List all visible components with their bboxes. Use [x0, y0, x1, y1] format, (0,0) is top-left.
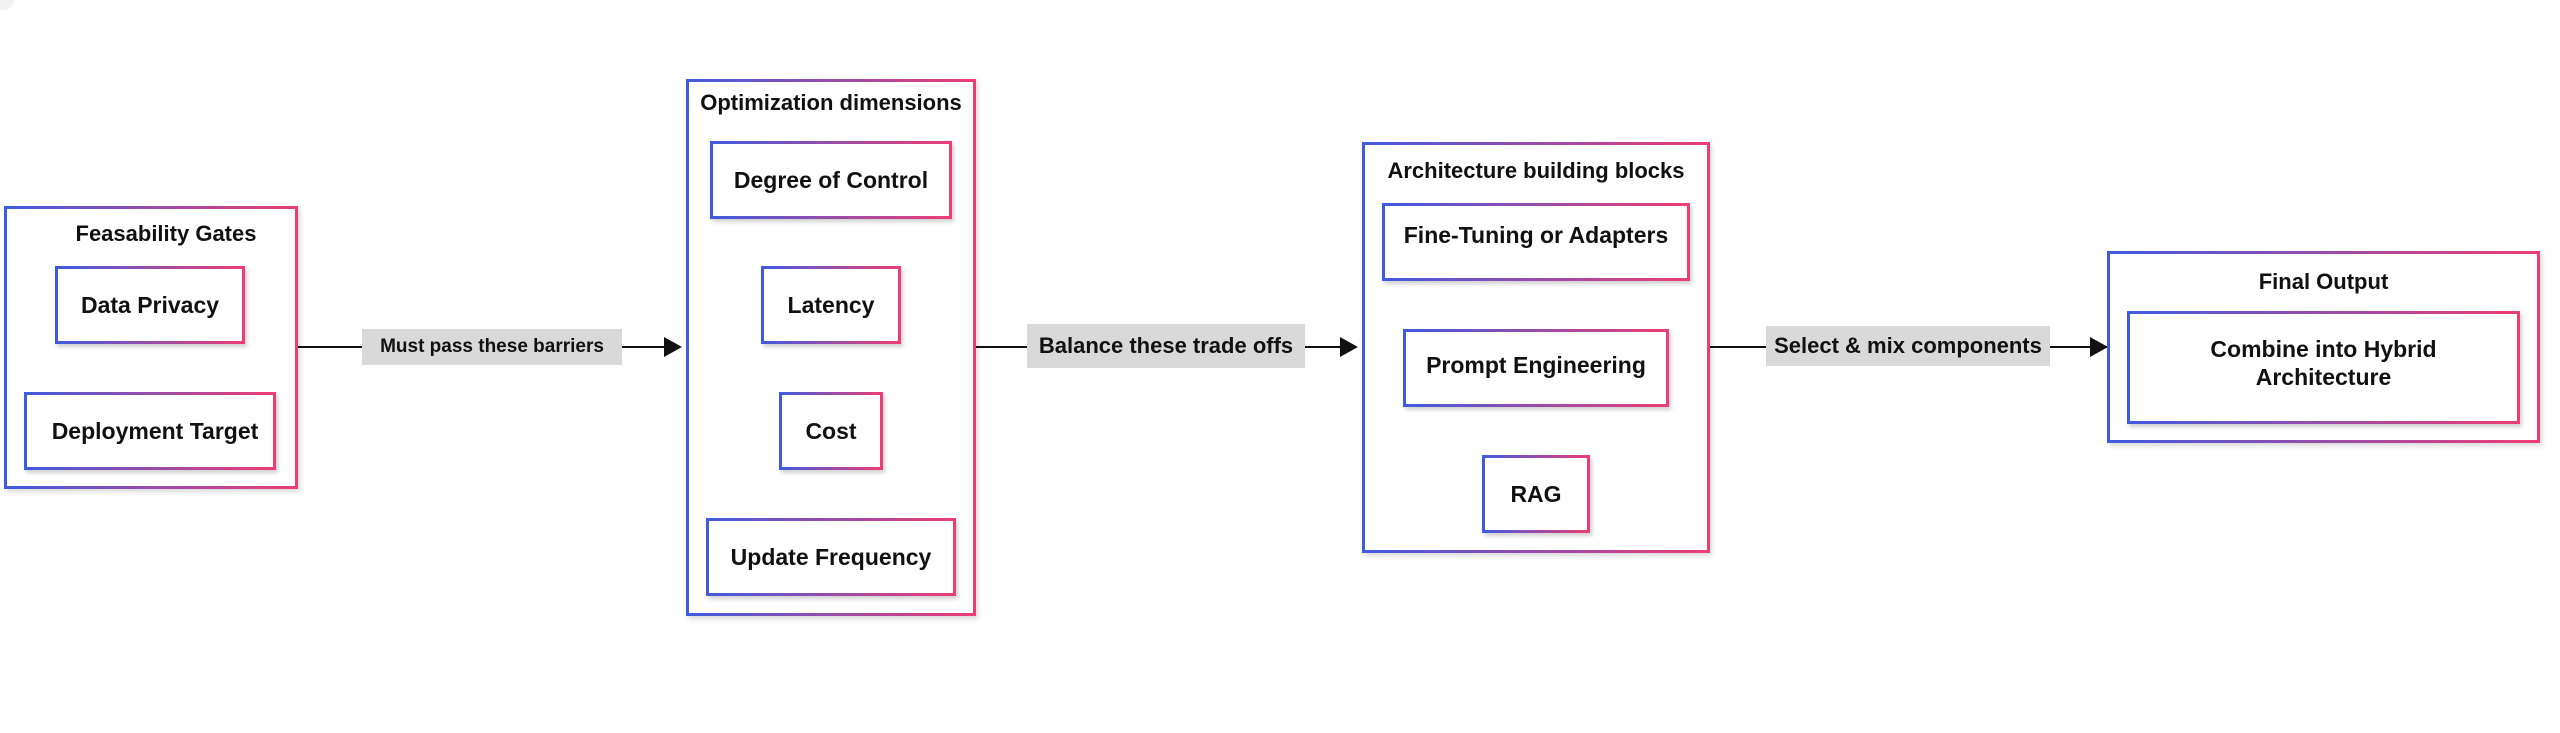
update-frequency-label: Update Frequency [730, 544, 932, 570]
combine-hybrid-architecture-label: Combine into Hybrid Architecture [2210, 335, 2437, 390]
edge-label-3: Select & mix components [1766, 326, 2050, 366]
edge-label-1: Must pass these barriers [362, 329, 622, 365]
rag-node[interactable]: RAG [1482, 455, 1590, 533]
feasibility-gates-title: Feasability Gates [75, 221, 257, 246]
architecture-building-blocks-title: Architecture building blocks [1387, 158, 1685, 183]
combine-hybrid-architecture-node[interactable]: Combine into Hybrid Architecture [2127, 311, 2520, 424]
deployment-target-node[interactable]: Deployment Target [24, 392, 276, 470]
optimization-dimensions-title: Optimization dimensions [700, 90, 962, 115]
edge-label-2: Balance these trade offs [1027, 324, 1305, 368]
final-output-title: Final Output [2258, 269, 2389, 294]
corner-mark [0, 0, 14, 10]
latency-node[interactable]: Latency [761, 266, 901, 344]
prompt-engineering-node[interactable]: Prompt Engineering [1403, 329, 1669, 407]
edge-arrowhead-2 [1340, 337, 1358, 357]
degree-of-control-label: Degree of Control [733, 167, 929, 193]
cost-node[interactable]: Cost [779, 392, 883, 470]
data-privacy-label: Data Privacy [80, 292, 220, 318]
prompt-engineering-label: Prompt Engineering [1426, 352, 1646, 378]
edge-arrowhead-3 [2090, 337, 2108, 357]
deployment-target-label: Deployment Target [51, 418, 259, 444]
rag-label: RAG [1510, 481, 1562, 507]
fine-tuning-or-adapters-node[interactable]: Fine-Tuning or Adapters [1382, 203, 1690, 281]
degree-of-control-node[interactable]: Degree of Control [710, 141, 952, 219]
latency-label: Latency [787, 292, 875, 318]
cost-label: Cost [805, 418, 857, 444]
fine-tuning-or-adapters-label: Fine-Tuning or Adapters [1403, 222, 1669, 248]
data-privacy-node[interactable]: Data Privacy [55, 266, 245, 344]
update-frequency-node[interactable]: Update Frequency [706, 518, 956, 596]
edge-arrowhead-1 [664, 337, 682, 357]
